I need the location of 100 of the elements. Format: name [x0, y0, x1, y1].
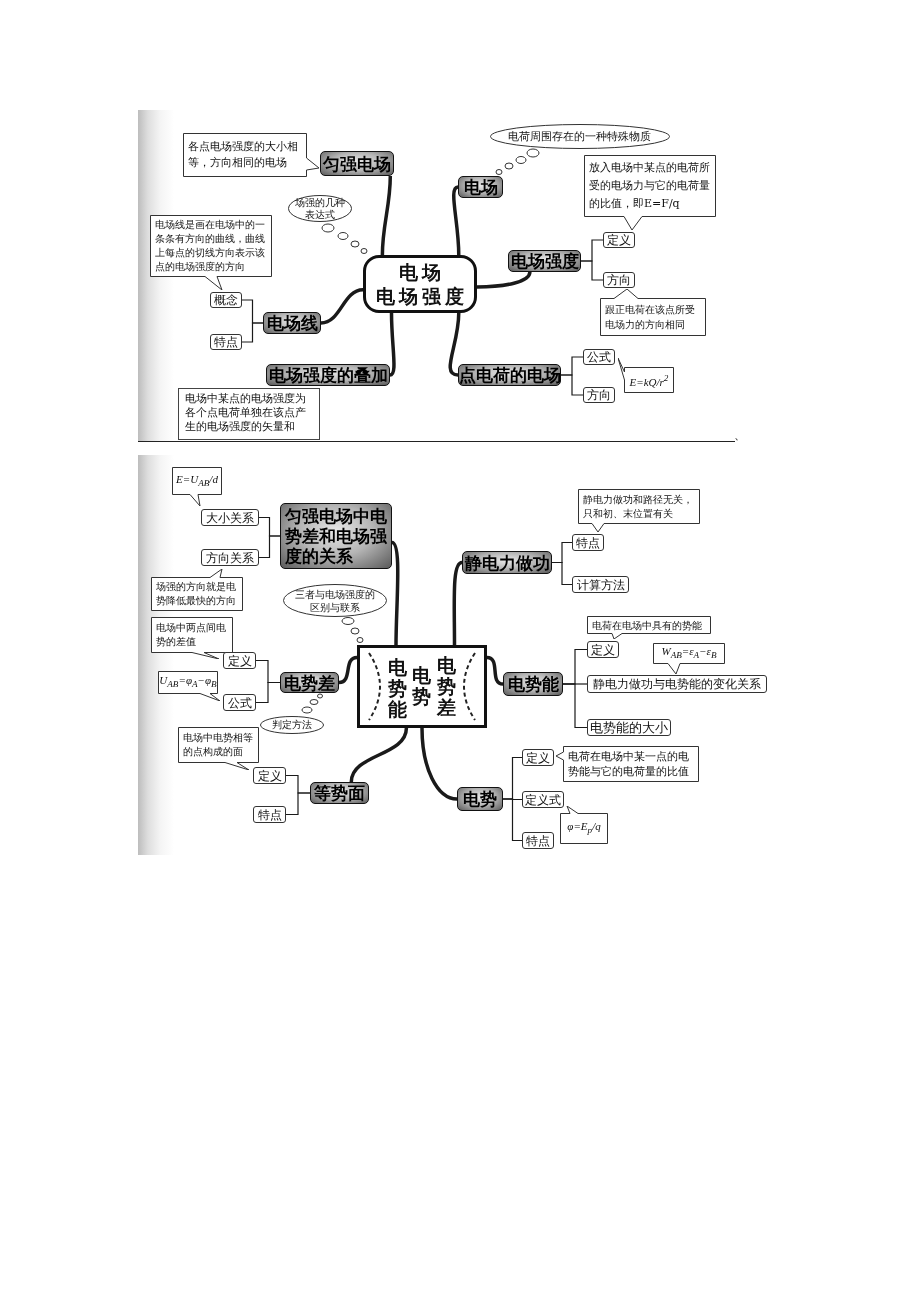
- subtopic-box: [253, 767, 286, 784]
- callout-bubble: [151, 569, 243, 611]
- topic-label: 点电荷的电场: [458, 365, 561, 385]
- central-topic-box: [363, 255, 477, 313]
- callout-bubble: [584, 155, 716, 230]
- subtopic-box: [522, 832, 554, 849]
- topic-box: [458, 176, 503, 198]
- thought-text: 电荷周围存在的一种特殊物质: [508, 129, 652, 144]
- elbow-connector: [580, 260, 604, 281]
- subtopic-label: 特点: [576, 535, 600, 550]
- subtopic-label: 特点: [257, 807, 282, 822]
- subtopic-label: 计算方法: [576, 577, 625, 592]
- subtopic-label: 定义式: [525, 792, 561, 807]
- elbow-connector: [258, 535, 281, 559]
- callout-bubble: [578, 489, 700, 532]
- callout-text: 场强的方向就是电势降低最快的方向: [156, 580, 237, 608]
- callout-bubble: [158, 671, 220, 701]
- subtopic-label: 静电力做功与电势能的变化关系: [593, 677, 761, 691]
- callout-text: 电场中两点间电势的差值: [156, 621, 227, 649]
- curved-connector: [389, 312, 396, 377]
- topic-label: 等势面: [314, 783, 365, 803]
- subtopic-label: 定义: [227, 653, 252, 668]
- callout-text: 静电力做功和路径无关，只和初、末位置有关: [583, 492, 694, 521]
- elbow-connector: [562, 683, 588, 729]
- callout-text: 跟正电荷在该点所受电场力的方向相同: [605, 303, 696, 332]
- callout-text: 电场线是画在电场中的一条条有方向的曲线，曲线上每点的切线方向表示该点的电场强度的方向: [155, 218, 266, 274]
- subtopic-box: [253, 806, 286, 823]
- note-text: 电场中某点的电场强度为各个点电荷单独在该点产生的电场强度的矢量和: [185, 392, 307, 434]
- curved-connector: [452, 185, 461, 256]
- thought-text: 场强的几种表达式: [294, 196, 346, 221]
- topic-label: 电场: [463, 177, 498, 197]
- central-topic-label: 电场: [398, 260, 445, 284]
- central-topic-label: 电势: [412, 665, 431, 707]
- subtopic-box: [572, 534, 604, 551]
- subtopic-label: 方向关系: [206, 550, 254, 565]
- thought-text: 三者与电场强度的区别与联系: [294, 587, 376, 614]
- subtopic-box: [201, 549, 259, 566]
- central-topic-label: 电势能: [388, 657, 407, 720]
- subtopic-label: 特点: [526, 833, 550, 848]
- subtopic-box: [522, 749, 554, 766]
- topic-label: 电势能: [507, 674, 559, 694]
- elbow-connector: [285, 792, 311, 816]
- central-topic-label: 电场强度: [375, 284, 468, 308]
- callout-text: 电场中电势相等的点构成的面: [183, 731, 254, 759]
- curved-connector: [448, 312, 461, 377]
- callout-bubble: [587, 616, 711, 639]
- curved-connector: [476, 271, 532, 289]
- callout-bubble: [600, 289, 706, 336]
- curved-connector: [391, 541, 400, 645]
- callout-bubble: [178, 727, 259, 770]
- subtopic-box: [603, 272, 635, 288]
- thought-bubble: [283, 584, 387, 643]
- callout-bubble: [653, 643, 725, 674]
- curved-connector: [486, 655, 504, 686]
- subtopic-box: [223, 694, 256, 711]
- topic-label: 静电力做功: [464, 552, 550, 573]
- punctuation-mark: 、: [734, 428, 746, 442]
- central-topic-label: 电势差: [437, 655, 456, 718]
- topic-label: 电场强度: [510, 251, 579, 271]
- curved-connector: [380, 175, 393, 256]
- note-box: [178, 388, 320, 440]
- subtopic-box: [583, 387, 615, 403]
- elbow-connector: [551, 561, 573, 586]
- callout-bubble: [618, 358, 674, 393]
- subtopic-box: [583, 349, 615, 365]
- callout-bubble: [183, 133, 319, 177]
- callout-text: 各点电场强度的大小相等，方向相同的电场: [188, 139, 299, 171]
- subtopic-label: 公式: [227, 695, 252, 710]
- topic-label: 匀强电场: [323, 153, 391, 174]
- curved-connector: [349, 727, 409, 783]
- subtopic-label: 方向: [587, 388, 611, 402]
- subtopic-box: [223, 652, 256, 669]
- subtopic-box: [587, 641, 619, 658]
- thought-bubble: [288, 195, 368, 254]
- subtopic-box: [201, 509, 259, 526]
- central-topic-box: [357, 645, 487, 728]
- thought-bubble: [260, 693, 324, 734]
- curved-connector: [320, 288, 364, 325]
- curved-connector: [338, 655, 358, 685]
- topic-label: 电势差: [284, 672, 335, 693]
- elbow-connector: [502, 798, 523, 842]
- topic-box: [457, 787, 503, 811]
- thought-text: 判定方法: [272, 719, 312, 731]
- curved-connector: [420, 727, 458, 801]
- subtopic-box: [210, 334, 242, 350]
- formula-text: φ=E$_{p}$/q: [567, 819, 601, 838]
- formula-text: E=kQ/r$^{2}$: [629, 372, 669, 389]
- subtopic-label: 特点: [214, 335, 238, 349]
- subtopic-label: 大小关系: [206, 510, 254, 525]
- topic-label: 电场线: [266, 313, 318, 333]
- callout-bubble: [172, 467, 222, 506]
- subtopic-label: 定义: [526, 750, 550, 765]
- elbow-connector: [255, 681, 281, 704]
- subtopic-label: 定义: [607, 233, 631, 247]
- subtopic-label: 定义: [591, 642, 615, 657]
- subtopic-box: [210, 292, 242, 308]
- topic-label: 匀强电场中电势差和电场强度的关系: [284, 506, 388, 566]
- subtopic-label: 概念: [214, 293, 238, 307]
- curved-connector: [452, 560, 463, 645]
- callout-bubble: [150, 215, 272, 290]
